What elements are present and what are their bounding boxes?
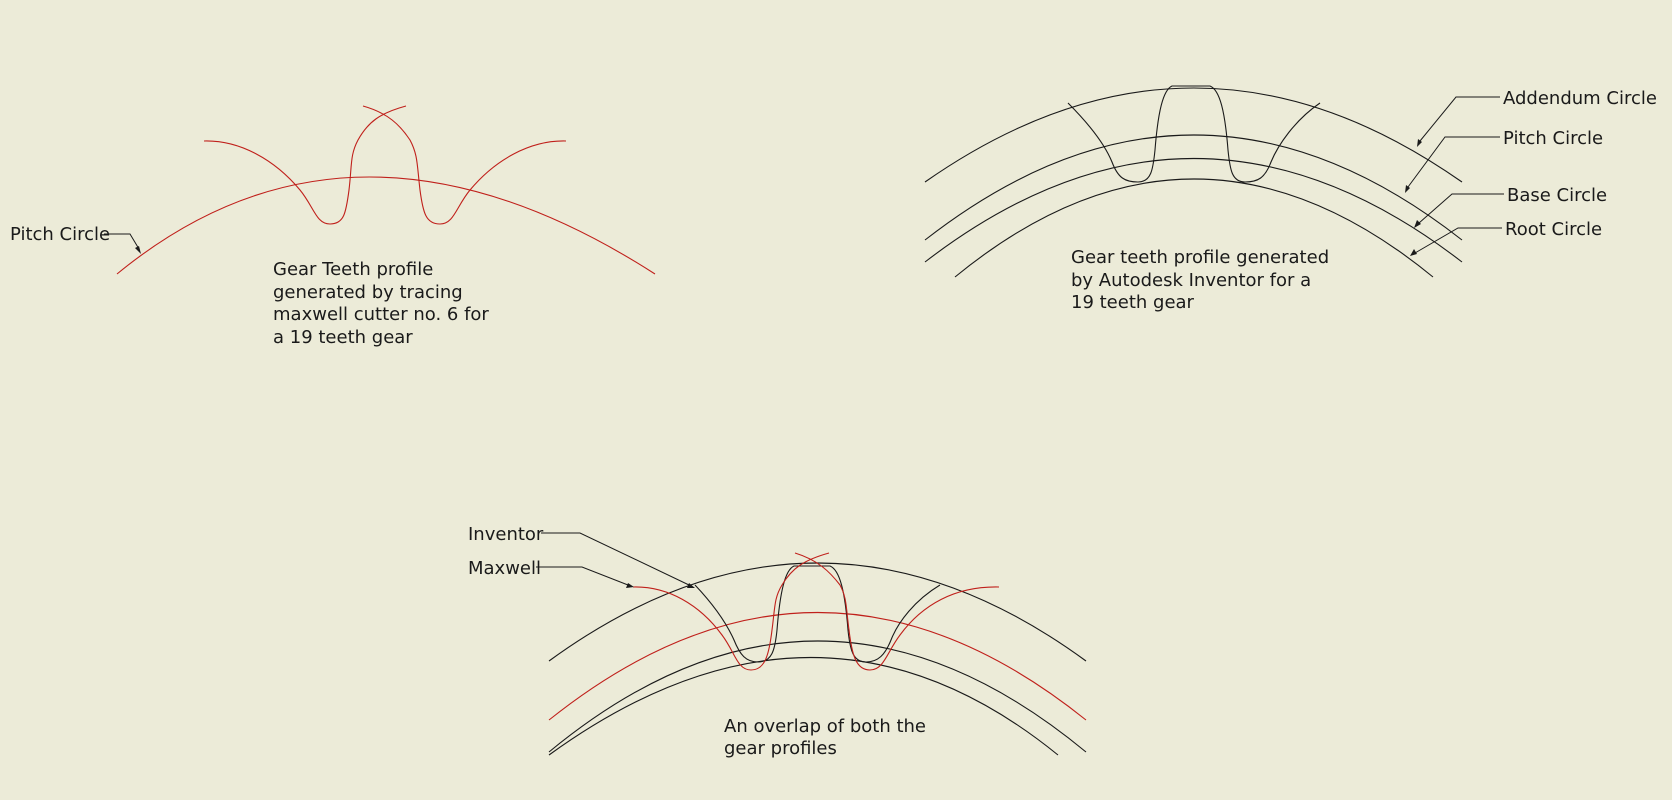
- addendum-circle-label: Addendum Circle: [1503, 88, 1657, 109]
- leader-arrowhead: [1417, 139, 1422, 147]
- base-circle-callout: Base Circle: [1414, 185, 1607, 228]
- leader-line: [1407, 136, 1500, 188]
- root-circle-callout: Root Circle: [1410, 219, 1602, 256]
- overlap-root-circle: [548, 657, 1059, 756]
- leader-arrowhead: [1410, 249, 1417, 256]
- caption-line: An overlap of both the: [724, 716, 926, 737]
- inventor-profile-panel: [924, 85, 1463, 278]
- overlap-pitch-circle: [548, 611, 1087, 721]
- overlap-caption: An overlap of both the gear profiles: [724, 716, 932, 759]
- inventor-label: Inventor: [468, 524, 544, 545]
- caption-line: Gear Teeth profile: [273, 259, 433, 280]
- maxwell-caption: Gear Teeth profile generated by tracing …: [273, 259, 495, 348]
- caption-line: Gear teeth profile generated: [1071, 247, 1329, 268]
- root-circle-label: Root Circle: [1505, 219, 1602, 240]
- leader-line: [536, 566, 629, 586]
- overlap-maxwell-tooth-profile: [632, 552, 1000, 671]
- caption-line: gear profiles: [724, 738, 837, 759]
- leader-line: [104, 233, 140, 250]
- leader-line: [1419, 96, 1500, 142]
- leader-arrowhead: [1414, 220, 1421, 228]
- inventor-tooth-profile: [1067, 85, 1321, 183]
- addendum-circle: [924, 87, 1463, 183]
- maxwell-callout: Maxwell: [468, 558, 634, 588]
- maxwell-pitch-circle-callout: Pitch Circle: [10, 224, 141, 254]
- pitch-circle: [924, 134, 1463, 241]
- pitch-circle-label: Pitch Circle: [1503, 128, 1603, 149]
- leader-line: [1418, 193, 1504, 224]
- leader-arrowhead: [1405, 185, 1410, 193]
- caption-line: by Autodesk Inventor for a: [1071, 270, 1311, 291]
- base-circle: [924, 157, 1463, 263]
- leader-line: [1414, 227, 1502, 254]
- overlap-inventor-tooth-profile: [694, 565, 941, 663]
- leader-arrowhead: [687, 583, 695, 588]
- maxwell-tooth-profile: [203, 105, 567, 225]
- maxwell-label: Maxwell: [468, 558, 541, 579]
- addendum-circle-callout: Addendum Circle: [1417, 88, 1657, 147]
- pitch-circle-callout: Pitch Circle: [1405, 128, 1603, 193]
- base-circle-label: Base Circle: [1507, 185, 1607, 206]
- caption-line: 19 teeth gear: [1071, 292, 1195, 313]
- caption-line: generated by tracing: [273, 282, 463, 303]
- maxwell-profile-panel: [116, 105, 656, 275]
- inventor-callout: Inventor: [468, 524, 695, 588]
- leader-line: [541, 532, 690, 586]
- overlap-base-circle: [548, 640, 1087, 753]
- caption-line: maxwell cutter no. 6 for: [273, 304, 489, 325]
- leader-arrowhead: [135, 246, 141, 254]
- caption-line: a 19 teeth gear: [273, 327, 413, 348]
- root-circle: [954, 178, 1434, 278]
- inventor-caption: Gear teeth profile generated by Autodesk…: [1071, 247, 1335, 313]
- leader-arrowhead: [626, 583, 634, 588]
- pitch-circle-label: Pitch Circle: [10, 224, 110, 245]
- maxwell-pitch-circle: [116, 176, 656, 275]
- overlap-panel: [548, 552, 1087, 756]
